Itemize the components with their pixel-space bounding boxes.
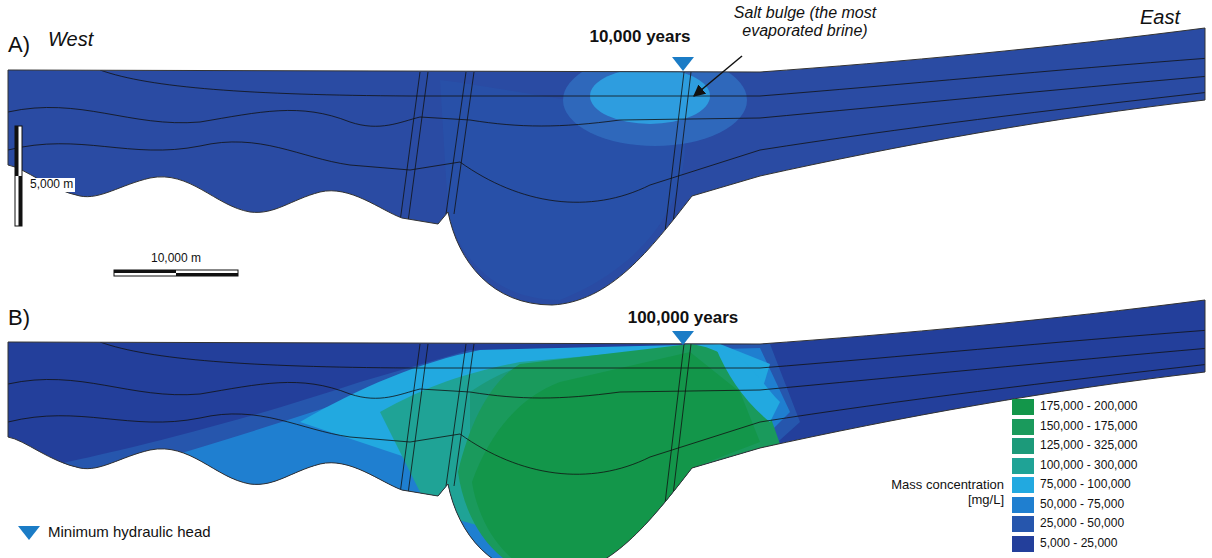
legend-swatch <box>1012 536 1034 552</box>
legend-label: 5,000 - 25,000 <box>1040 536 1117 550</box>
legend-swatch <box>1012 497 1034 513</box>
direction-label: East <box>1140 6 1180 29</box>
time-label: 100,000 years <box>628 308 739 328</box>
legend-label: 125,000 - 325,000 <box>1040 438 1137 452</box>
legend-label: 175,000 - 200,000 <box>1040 399 1137 413</box>
legend-label: 75,000 - 100,000 <box>1040 477 1131 491</box>
legend-swatch <box>1012 438 1034 454</box>
legend-swatch <box>1012 399 1034 415</box>
panel-letter: B) <box>8 305 30 330</box>
scale-label: 10,000 m <box>149 252 203 266</box>
legend-label: 100,000 - 300,000 <box>1040 458 1137 472</box>
direction-label: West <box>48 28 93 51</box>
hydraulic-head-marker <box>672 57 694 71</box>
callout-label: Salt bulge (the most evaporated brine) <box>698 4 913 41</box>
legend-title: Mass concentration [mg/L] <box>869 478 1004 508</box>
scale-label: 5,000 m <box>28 178 75 192</box>
legend-label: 25,000 - 50,000 <box>1040 516 1124 530</box>
hydraulic-head-marker <box>672 331 694 345</box>
legend-label: 50,000 - 75,000 <box>1040 497 1124 511</box>
legend-swatch <box>1012 458 1034 474</box>
section-a <box>0 0 1212 320</box>
time-label: 10,000 years <box>589 27 690 47</box>
scale-bars <box>15 126 238 276</box>
legend-swatch <box>1012 516 1034 532</box>
legend-swatch <box>1012 477 1034 493</box>
panel-letter: A) <box>8 32 30 57</box>
section-b <box>0 272 1212 558</box>
legend-label: 150,000 - 175,000 <box>1040 419 1137 433</box>
legend-swatch <box>1012 419 1034 435</box>
legend-label: Minimum hydraulic head <box>48 523 211 540</box>
leader-arrow <box>694 56 742 96</box>
legend-symbol <box>18 525 40 541</box>
hydraulic-head-marker <box>18 526 40 540</box>
